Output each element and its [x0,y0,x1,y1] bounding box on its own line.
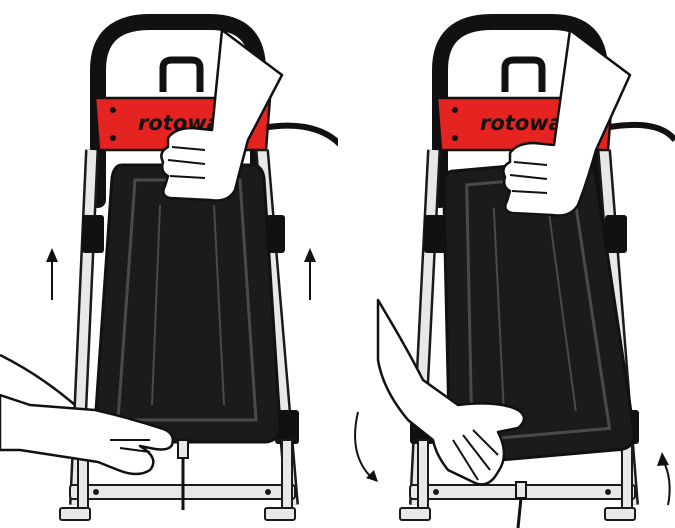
top-grip [505,60,542,92]
power-cable [604,125,675,140]
machine-tilt-illustration: rotowash [338,0,675,528]
drain-fitting [516,482,526,498]
curved-arrow-up-icon [355,412,378,482]
arrow-up-icon [304,248,316,300]
illustration-panel-lift: rotowash [0,0,338,528]
top-grip [163,60,200,92]
curved-arrow-up-icon [657,452,670,505]
machine-lift-illustration: rotowash [0,0,338,528]
illustration-panel-tilt: rotowash [338,0,675,528]
arrow-up-icon [46,248,58,300]
power-cable [262,126,338,150]
